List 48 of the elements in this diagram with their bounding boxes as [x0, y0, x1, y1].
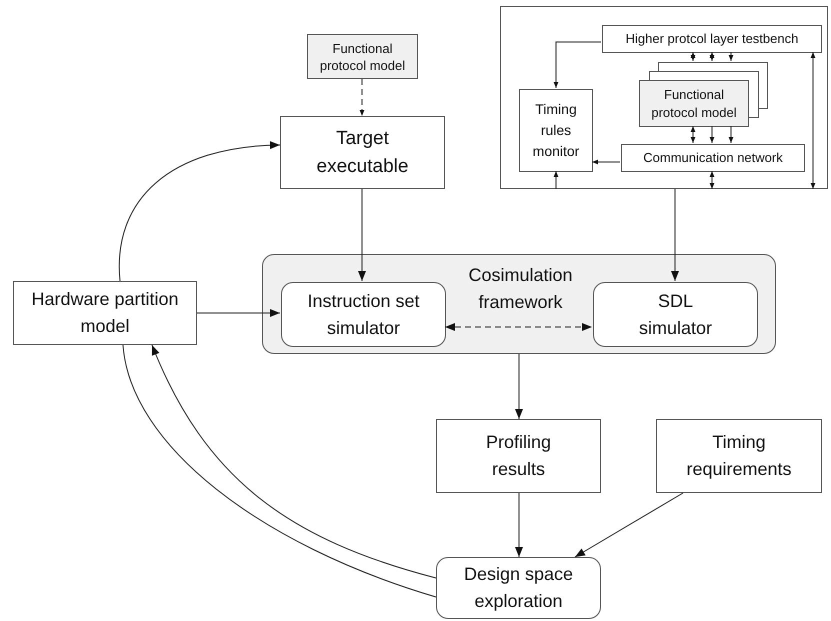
process-box — [621, 144, 805, 172]
box-label: Functional protocol model — [318, 40, 406, 74]
arrow — [196, 309, 280, 317]
process-box — [281, 282, 446, 347]
box-label: Hardware partition model — [30, 288, 180, 338]
arrow — [574, 492, 684, 558]
arrow — [592, 160, 620, 164]
arrow — [444, 323, 592, 331]
arrow — [671, 188, 679, 282]
process-box — [13, 281, 197, 345]
arrow — [710, 170, 714, 190]
box-label: Higher protcol layer testbench — [626, 31, 798, 47]
arrow — [710, 52, 714, 62]
stacked-model-drawing — [639, 62, 768, 127]
box-label: Functional protocol model — [650, 86, 738, 122]
box-label: Target executable — [316, 126, 410, 178]
arrow — [515, 354, 523, 420]
arrow — [728, 126, 734, 144]
arrow — [118, 142, 280, 282]
arrow — [152, 344, 436, 578]
arrow — [554, 42, 602, 88]
box-label: SDL simulator — [638, 290, 714, 340]
process-box — [602, 25, 822, 53]
process-box — [436, 557, 601, 619]
process-box — [436, 419, 601, 493]
box-label: Communication network — [643, 150, 783, 166]
process-box — [280, 116, 445, 189]
arrow — [810, 52, 816, 190]
box-label: Timing rules monitor — [532, 100, 580, 161]
box-label: Design space exploration — [462, 563, 574, 613]
process-box — [656, 419, 822, 493]
arrow — [515, 492, 523, 558]
arrow — [358, 188, 366, 282]
arrow — [710, 126, 714, 144]
box-label: Profiling results — [484, 431, 552, 481]
arrow — [360, 78, 364, 116]
arrow — [554, 170, 558, 190]
process-box — [519, 89, 593, 172]
box-label: Instruction set simulator — [306, 290, 421, 340]
panel-title: Cosimulation framework — [468, 264, 573, 314]
box-label: Timing requirements — [685, 431, 793, 481]
model-box — [307, 34, 418, 79]
testbench-frame — [500, 6, 828, 189]
arrow — [728, 52, 734, 62]
framework-panel — [262, 254, 776, 354]
process-box — [593, 282, 758, 347]
arrow — [690, 52, 696, 62]
arrow — [690, 126, 696, 144]
